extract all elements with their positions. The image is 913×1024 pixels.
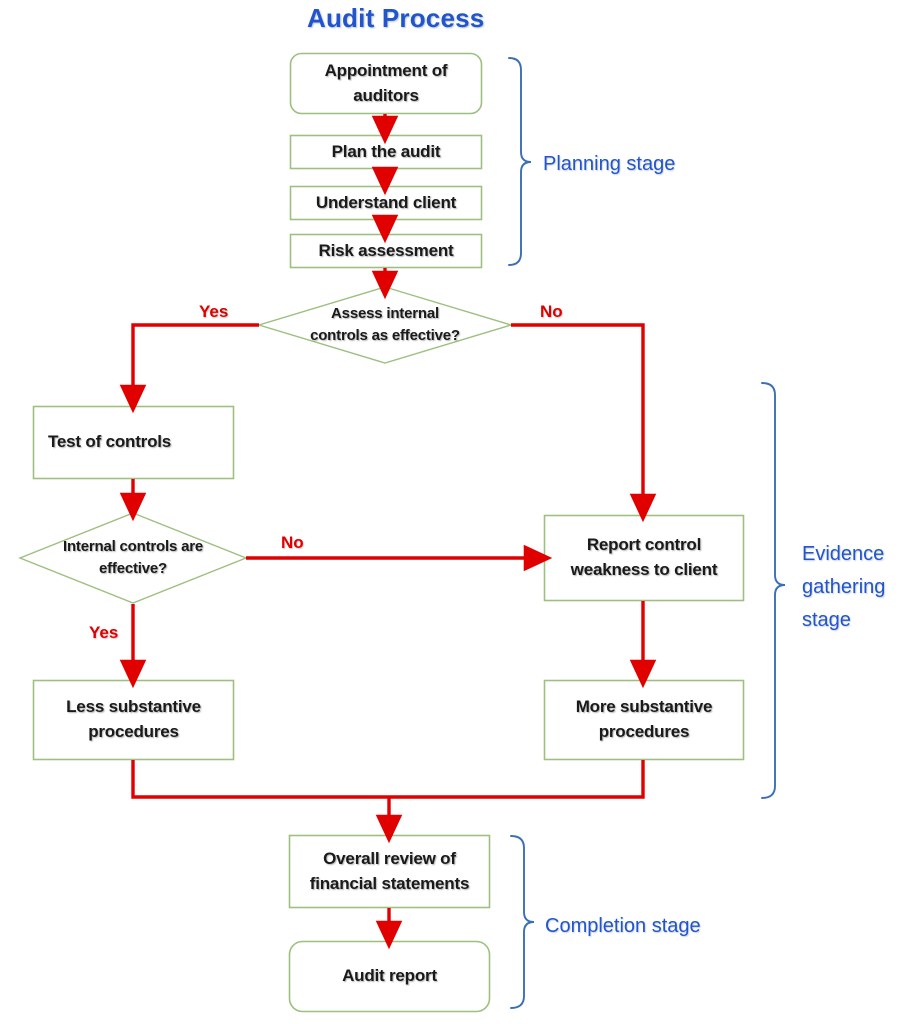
page-title: Audit Process — [307, 3, 485, 33]
bracket-evidence-stage — [761, 382, 786, 799]
node-appointment-of-auditors — [289, 52, 483, 115]
node-overall-review — [288, 834, 491, 909]
node-more-substantive-procedures — [543, 679, 745, 761]
node-test-of-controls — [32, 405, 235, 480]
stage-label-planning: Planning stage — [543, 153, 676, 175]
node-assess-internal-controls-decision — [256, 286, 514, 364]
branch-label-assess-yes: Yes — [199, 302, 229, 321]
node-audit-report — [288, 940, 491, 1013]
bracket-planning-stage — [508, 57, 532, 266]
connector-less-substantive-merge — [131, 760, 389, 799]
arrow-assess-yes-to-test-of-controls — [119, 323, 259, 414]
node-plan-the-audit — [289, 134, 483, 170]
stage-label-completion: Completion stage — [545, 915, 701, 937]
branch-label-internal-no: No — [281, 533, 304, 552]
stage-label-evidence-gathering: Evidence gathering stage — [802, 543, 886, 631]
branch-label-assess-no: No — [540, 302, 563, 321]
node-understand-client — [289, 185, 483, 221]
node-internal-controls-effective-decision — [18, 512, 248, 604]
node-risk-assessment — [289, 233, 483, 269]
node-report-control-weakness — [543, 514, 745, 602]
connector-more-substantive-merge — [389, 760, 645, 799]
node-less-substantive-procedures — [32, 679, 235, 761]
arrow-assess-no-to-report-weakness — [511, 323, 657, 523]
bracket-completion-stage — [510, 835, 535, 1009]
branch-label-internal-yes: Yes — [89, 623, 119, 642]
